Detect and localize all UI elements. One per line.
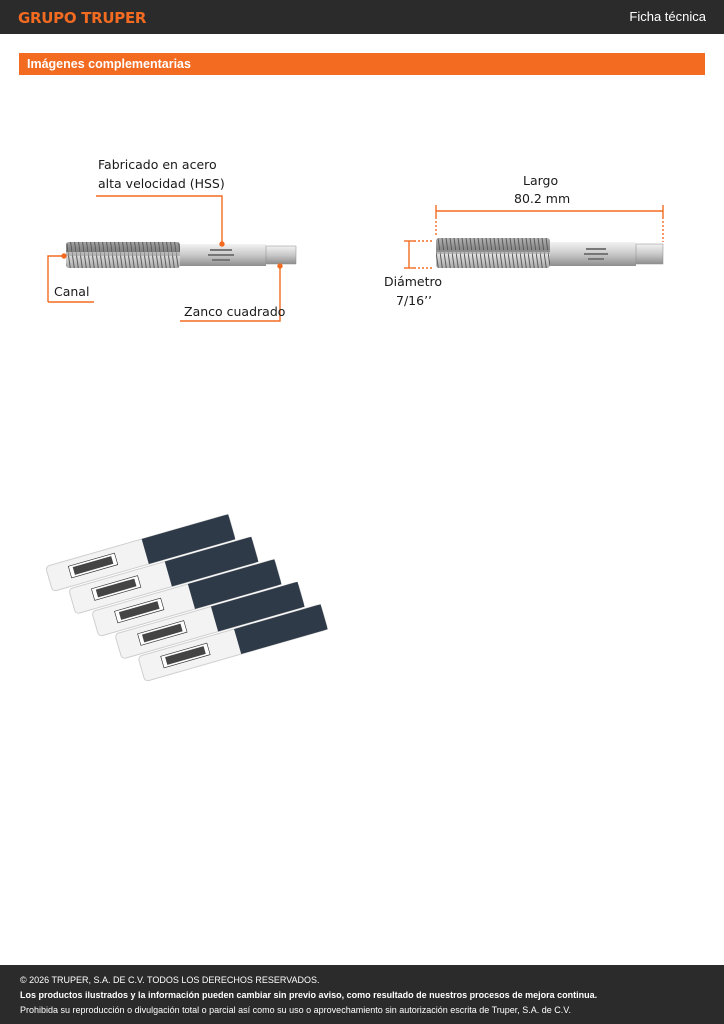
top-bar: GRUPO TRUPER Ficha técnica [0,0,724,34]
section-title: Imágenes complementarias [27,57,191,71]
footer-notice: Los productos ilustrados y la informació… [20,990,598,1000]
diameter-value: 7/16’’ [396,293,433,308]
length-value: 80.2 mm [514,191,571,206]
canal-label: Canal [54,284,90,299]
brand-logo: GRUPO TRUPER [18,9,147,27]
section-header: Imágenes complementarias [19,53,705,75]
footer-copyright: © 2026 TRUPER, S.A. DE C.V. TODOS LOS DE… [20,975,320,985]
length-label: Largo [523,173,559,188]
dimension-lines [404,205,664,269]
material-label-line1: Fabricado en acero [98,157,217,172]
tap-image-right [436,238,664,268]
document-type: Ficha técnica [629,9,706,24]
material-label-line2: alta velocidad (HSS) [98,176,225,191]
diameter-label: Diámetro [384,274,443,289]
tap-image-left [66,242,297,268]
shank-label: Zanco cuadrado [184,304,286,319]
callout-lines [47,195,283,322]
packaging-image [45,514,328,682]
footer: © 2026 TRUPER, S.A. DE C.V. TODOS LOS DE… [0,965,724,1024]
footer-legal: Prohibida su reproducción o divulgación … [20,1005,571,1015]
